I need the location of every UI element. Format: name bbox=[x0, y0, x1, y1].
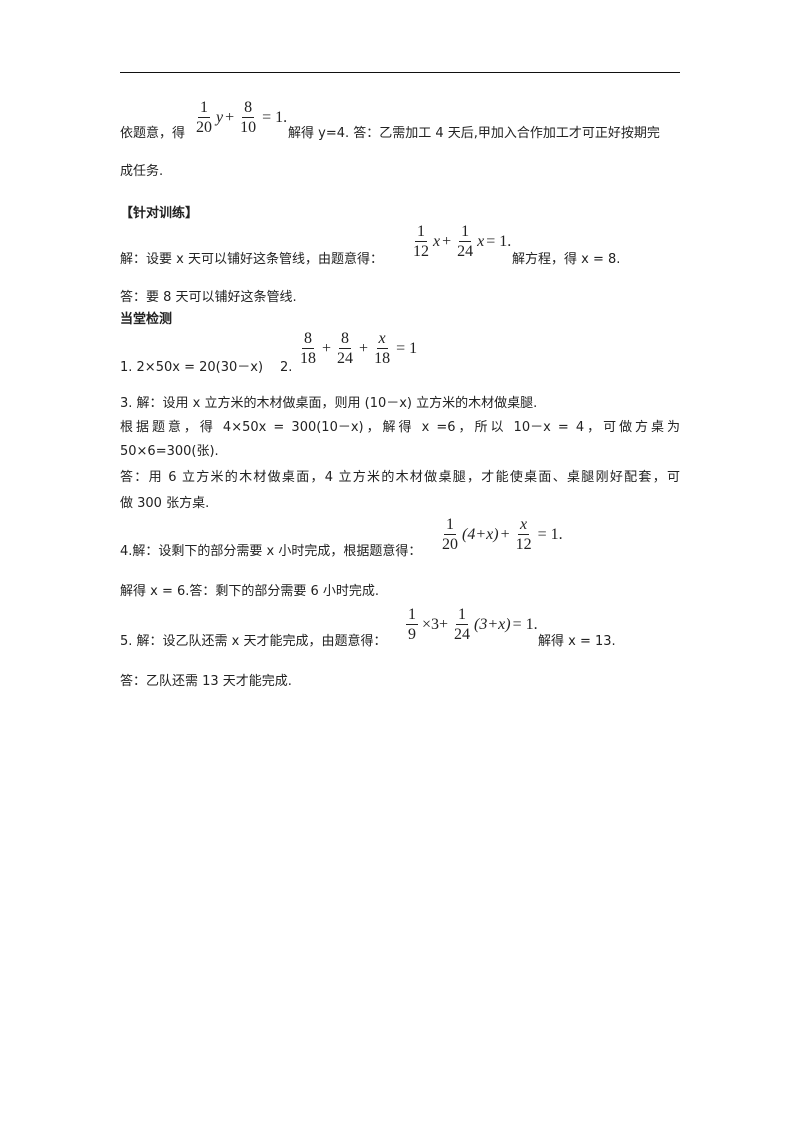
training-after: 解方程，得 x = 8. bbox=[512, 252, 621, 267]
training-heading: 【针对训练】 bbox=[120, 206, 199, 221]
check-q1: 1. 2×50x = 20(30－x) bbox=[120, 360, 264, 375]
check-q3-line4: 答：用 6 立方米的木材做桌面，4 立方米的木材做桌腿，才能使桌面、桌腿刚好配套… bbox=[120, 470, 680, 485]
check-q5-after: 解得 x = 13. bbox=[538, 634, 616, 649]
check-q3-line3: 50×6=300(张). bbox=[120, 444, 219, 459]
training-prefix: 解：设要 x 天可以铺好这条管线，由题意得： bbox=[120, 252, 383, 267]
check-q4-answer: 解得 x = 6.答：剩下的部分需要 6 小时完成. bbox=[120, 584, 380, 599]
p1-prefix: 依题意，得 bbox=[120, 126, 186, 141]
p1-line2: 成任务. bbox=[120, 164, 164, 179]
check-q3-line2: 根据题意，得 4×50x = 300(10－x)，解得 x =6，所以 10－x… bbox=[120, 420, 680, 435]
p1-after: 解得 y=4. 答：乙需加工 4 天后,甲加入合作加工才可正好按期完 bbox=[288, 126, 660, 141]
training-answer: 答：要 8 天可以铺好这条管线. bbox=[120, 290, 297, 305]
check-q3-line1: 3. 解：设用 x 立方米的木材做桌面，则用 (10－x) 立方米的木材做桌腿. bbox=[120, 396, 538, 411]
check-q4-prefix: 4.解：设剩下的部分需要 x 小时完成，根据题意得： bbox=[120, 544, 422, 559]
check-heading: 当堂检测 bbox=[120, 312, 173, 327]
header-rule bbox=[120, 72, 680, 73]
check-q2-label: 2. bbox=[280, 360, 293, 375]
check-q3-line5: 做 300 张方桌. bbox=[120, 496, 210, 511]
check-q5-prefix: 5. 解：设乙队还需 x 天才能完成，由题意得： bbox=[120, 634, 387, 649]
check-q5-answer: 答：乙队还需 13 天才能完成. bbox=[120, 674, 292, 689]
